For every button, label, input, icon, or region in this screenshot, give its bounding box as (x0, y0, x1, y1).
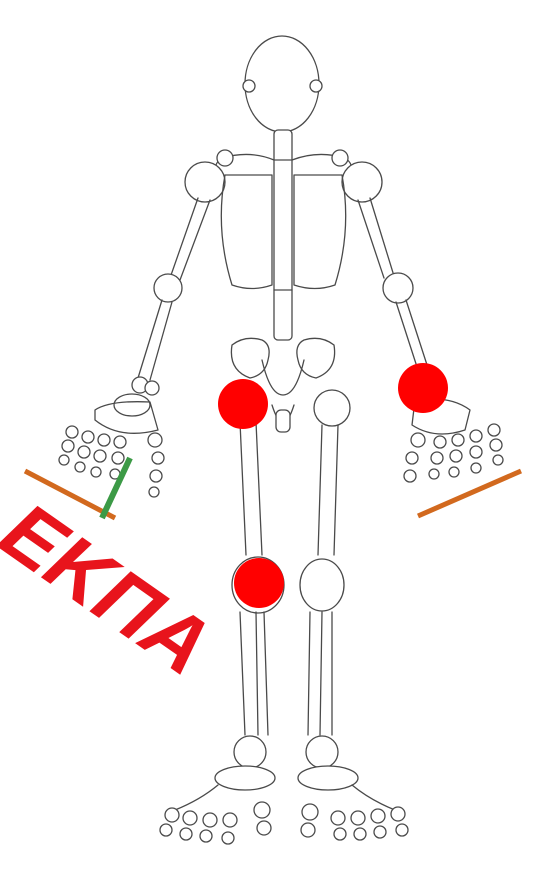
spine (274, 130, 292, 340)
right-leg (298, 390, 358, 790)
left-arm (132, 198, 210, 395)
skull (243, 36, 322, 132)
right-wrist-marker (398, 363, 448, 413)
right-foot (301, 785, 408, 840)
left-hand-green-line (102, 458, 130, 518)
right-arm (358, 198, 428, 370)
left-foot (160, 785, 271, 844)
left-hand (59, 394, 164, 497)
left-hip-marker (218, 379, 268, 429)
left-knee-marker (234, 558, 284, 608)
